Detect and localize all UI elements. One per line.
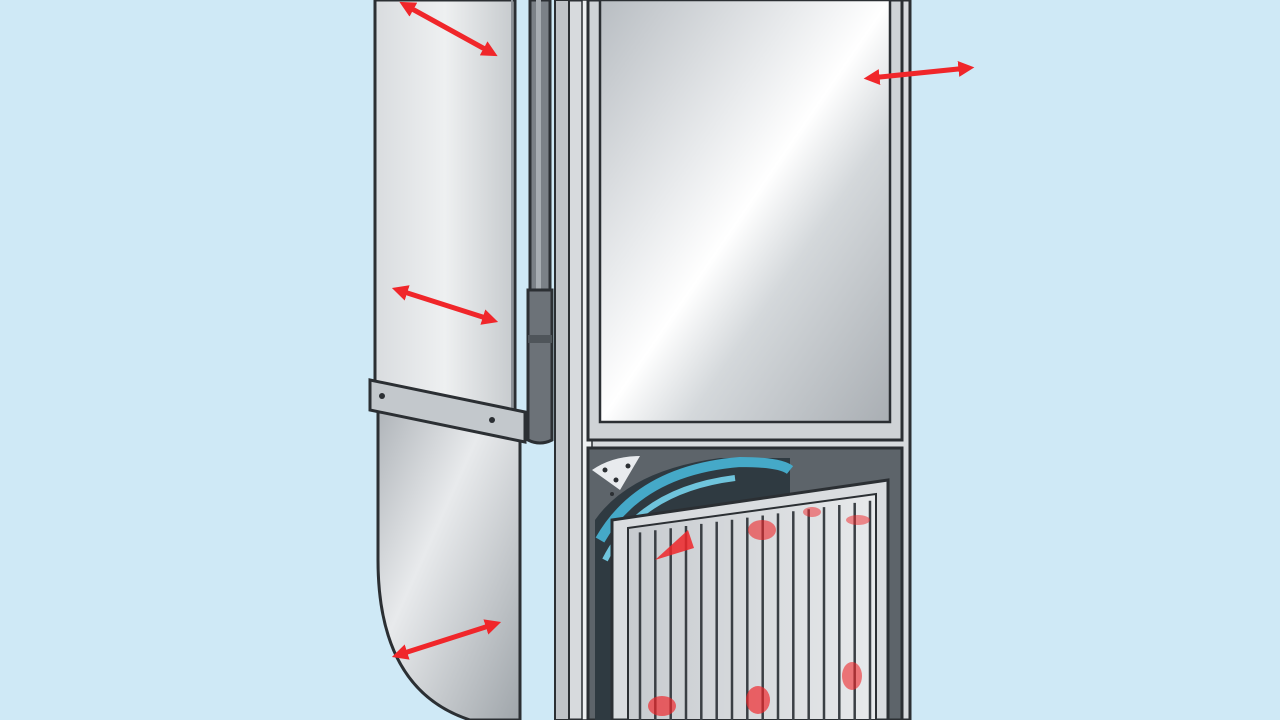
arrow-mid-left bbox=[391, 285, 499, 325]
vertical-pipe bbox=[526, 0, 554, 445]
side-panel bbox=[373, 0, 517, 417]
access-panel bbox=[586, 0, 904, 442]
lower-cabinet bbox=[376, 403, 522, 720]
airflow-arrows bbox=[391, 1, 975, 660]
air-filter bbox=[610, 478, 890, 720]
arrow-top-left bbox=[399, 1, 498, 57]
filter-airflow bbox=[648, 507, 870, 716]
arrow-bottom-left bbox=[391, 619, 502, 660]
mounting-bracket bbox=[368, 378, 527, 444]
blower-wheel bbox=[595, 456, 794, 543]
arrow-top-right bbox=[863, 61, 975, 85]
